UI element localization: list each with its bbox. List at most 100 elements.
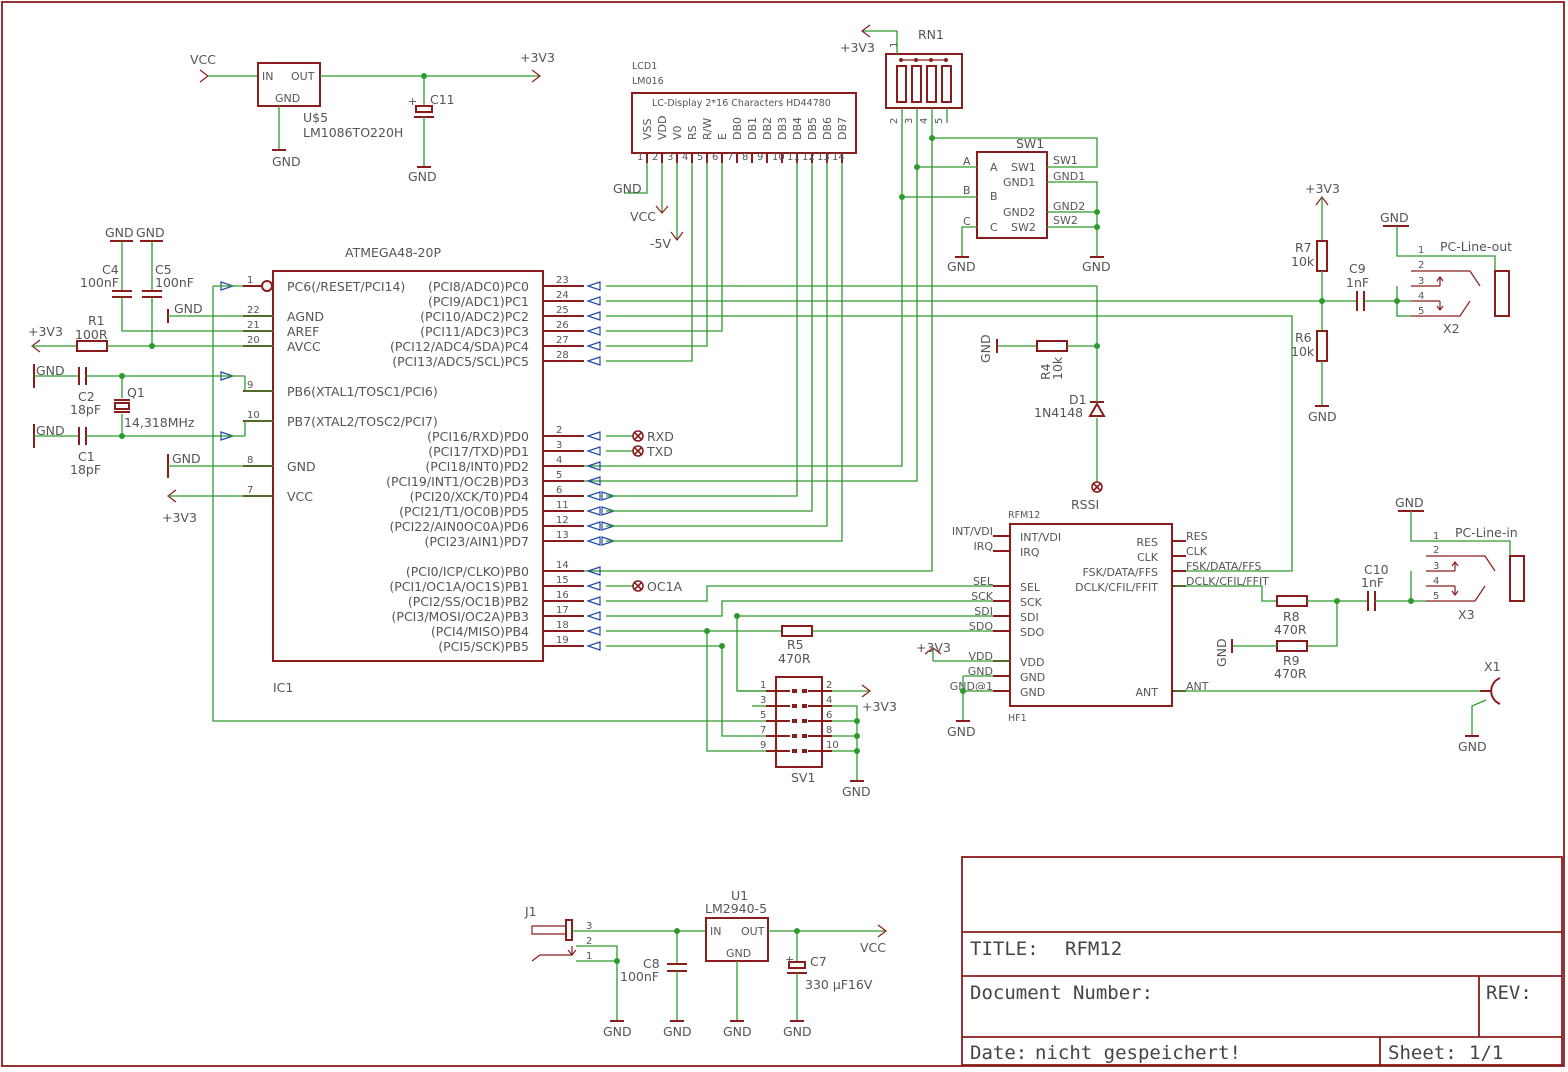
mcu-pin-label: (PCI16/RXD)PD0 [427,429,529,444]
rn1-pin-1: 1 [889,42,900,48]
line-out-jack-x2: +3V3 R7 10k R6 10k GND C9 1nF GND PC-Lin… [1291,181,1512,424]
sw1-inner-c: C [990,221,998,234]
rfm-pin-label: RES [1136,536,1158,549]
u1-pin-gnd: GND [726,947,751,960]
c11-name: C11 [430,92,455,107]
x3-pin-2: 2 [1433,545,1439,556]
x2-pin-1: 1 [1418,245,1424,256]
c7-plus: + [785,953,794,966]
net-3v3-label: +3V3 [1305,181,1340,196]
port-arrow [586,641,601,651]
sw1-inner-sw2: SW2 [1011,221,1036,234]
rfm-pin-label: INT/VDI [1020,531,1061,544]
lcd-pin-label: DB3 [776,117,789,140]
line-in-jack-x3: R8 470R R9 470R GND C10 1nF GND PC-Line-… [1174,495,1525,681]
c2-value: 18pF [70,402,101,417]
sv1-pin-pad [802,734,807,738]
c1-value: 18pF [70,462,101,477]
rfm-pin-label: SDI [1020,611,1039,624]
sv1-pin-pad [792,719,797,723]
port-arrow [586,356,601,366]
sw1-inner-gnd2: GND2 [1003,206,1035,219]
sv1-pin-pad [792,704,797,708]
port-arrow [586,581,601,591]
lcd-pin-label: RS [686,125,699,140]
x2-name: X2 [1443,321,1460,336]
gnd-label: GND [408,169,437,184]
mcu-pin-label: AGND [287,309,324,324]
rn1-to-mcu-wires [584,108,948,572]
rn1-pin-5: 5 [934,118,945,124]
x2-title: PC-Line-out [1440,239,1512,254]
sw1-pin-b: B [963,184,971,197]
lcd-pin-number: 10 [772,152,785,163]
rfm-pin-label: GND [1020,686,1045,699]
port-arrow-out [601,491,616,501]
mcu-pin-number: 22 [247,305,260,316]
c5-value: 100nF [155,275,194,290]
port-arrow [586,431,601,441]
lcd-pin-number: 9 [757,152,763,163]
mcu-signal-wires [212,163,1325,752]
mcu-pin-label: (PCI5/SCK)PB5 [438,639,529,654]
mcu-pin-label: (PCI23/AIN1)PD7 [425,534,529,549]
r8-name: R8 [1283,609,1300,624]
sv1-name: SV1 [791,770,815,785]
sw1-pin-a: A [963,155,971,168]
mcu-pin-number: 23 [556,275,569,286]
gnd-label: GND [36,363,65,378]
mcu-pin-label: VCC [287,489,313,504]
mcu-pin-label: (PCI1/OC1A/OC1S)PB1 [389,579,529,594]
mcu-right-pins: 23(PCI8/ADC0)PC024(PCI9/ADC1)PC125(PCI10… [386,275,616,654]
port-arrow-out [601,536,616,546]
port-arrow [586,341,601,351]
sv1-pin-pad [802,689,807,693]
mcu-pin-label: AVCC [287,339,321,354]
mcu-pin-number: 7 [247,485,253,496]
r9-value: 470R [1274,666,1307,681]
mcu-pin-number: 14 [556,560,569,571]
sw1-pin-gnd2: GND2 [1053,200,1085,213]
sv1-pin-number: 3 [760,695,766,706]
gnd-label: GND [36,423,65,438]
lcd-pin-label: DB4 [791,117,804,140]
x2-pin-4: 4 [1418,291,1424,302]
mcu-pin-number: 8 [247,455,253,466]
lcd-display: LCD1 LM016 LC-Display 2*16 Characters HD… [631,61,857,163]
lcd-pin-label: DB1 [746,117,759,140]
lcd-pin-label: DB0 [731,117,744,140]
rfm-ext-label: IRQ [973,540,993,553]
rfm-ext-label: VDD [969,650,993,663]
mcu-pin-number: 5 [556,470,562,481]
mcu-pin-number: 20 [247,335,260,346]
rfm12-name: HF1 [1008,713,1027,724]
c7-value: 330 µF16V [805,977,873,992]
oc1a-label: OC1A [647,579,683,594]
reset-inversion-circle [261,280,273,292]
c9-value: 1nF [1346,275,1369,290]
r7-value: 10k [1291,254,1315,269]
mcu-value: ATMEGA48-20P [345,245,441,260]
mcu-pin-label: (PCI4/MISO)PB4 [431,624,529,639]
sv1-pin-number: 5 [760,710,766,721]
j1-name: J1 [524,904,537,919]
title-block: TITLE: RFM12 Document Number: REV: Date:… [961,856,1563,1066]
sw1-pin-sw2: SW2 [1053,214,1078,227]
x3-pin-5: 5 [1433,591,1439,602]
x2-pin-2: 2 [1418,260,1424,271]
rfm-ext-label: SDI [974,605,993,618]
x1-name: X1 [1484,659,1501,674]
lcd-pin-label: V0 [671,125,684,140]
x2-pin-3: 3 [1418,276,1424,287]
sv1-pin-pad [802,704,807,708]
sw1-pin-sw1: SW1 [1053,154,1078,167]
port-arrow-out [601,506,616,516]
sv1-pin-pad [792,734,797,738]
mcu-pin-number: 6 [556,485,562,496]
port-arrow [586,281,601,291]
c5-name: C5 [155,262,172,277]
rfm-pin-label: DCLK/CFIL/FFIT [1075,581,1158,594]
c7-name: C7 [810,954,827,969]
testpoint-rssi: RSSI [1071,418,1103,512]
power-input: J1 3 2 1 GND C8 100nF GND U1 LM2940-5 IN… [524,888,887,1039]
